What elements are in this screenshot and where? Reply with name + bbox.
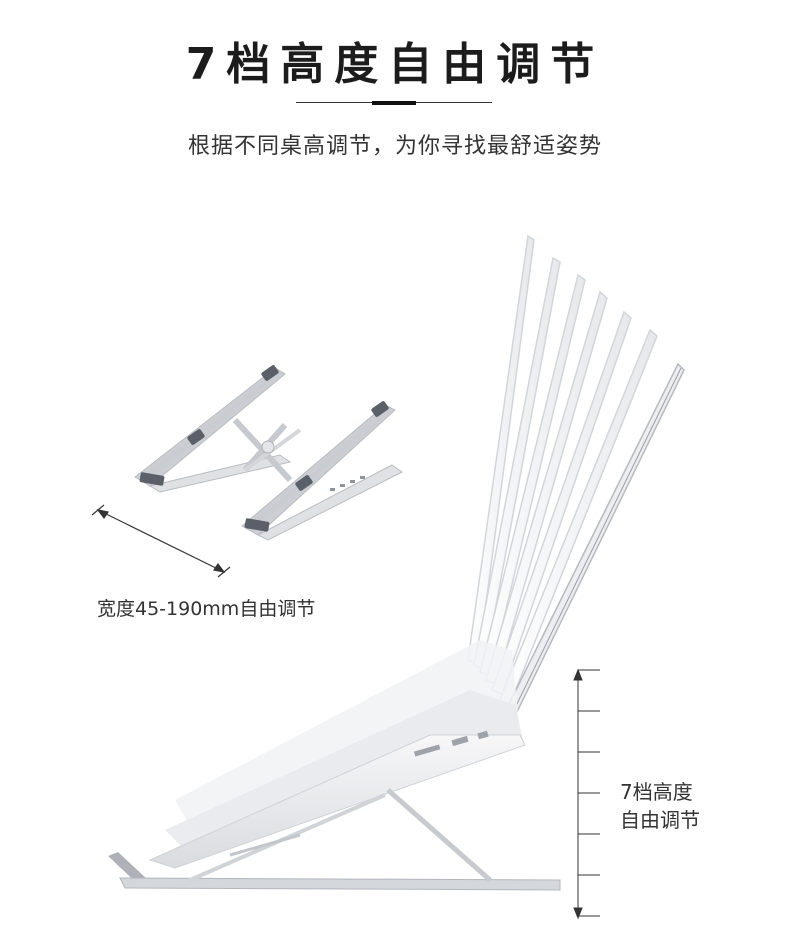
width-dimension-arrow (91, 504, 231, 578)
height-label-line1: 7档高度 (620, 780, 693, 804)
height-scale (573, 668, 600, 920)
page-title: 7档高度自由调节 (185, 39, 605, 90)
laptop-fan-image (108, 234, 685, 891)
height-label-line2: 自由调节 (620, 808, 700, 832)
title-divider-accent (372, 101, 416, 105)
height-adjust-label: 7档高度 自由调节 (620, 778, 700, 834)
width-adjust-label: 宽度45-190mm自由调节 (97, 598, 316, 620)
page-subtitle: 根据不同桌高调节，为你寻找最舒适姿势 (187, 134, 602, 159)
stand-folded-image (134, 365, 403, 541)
